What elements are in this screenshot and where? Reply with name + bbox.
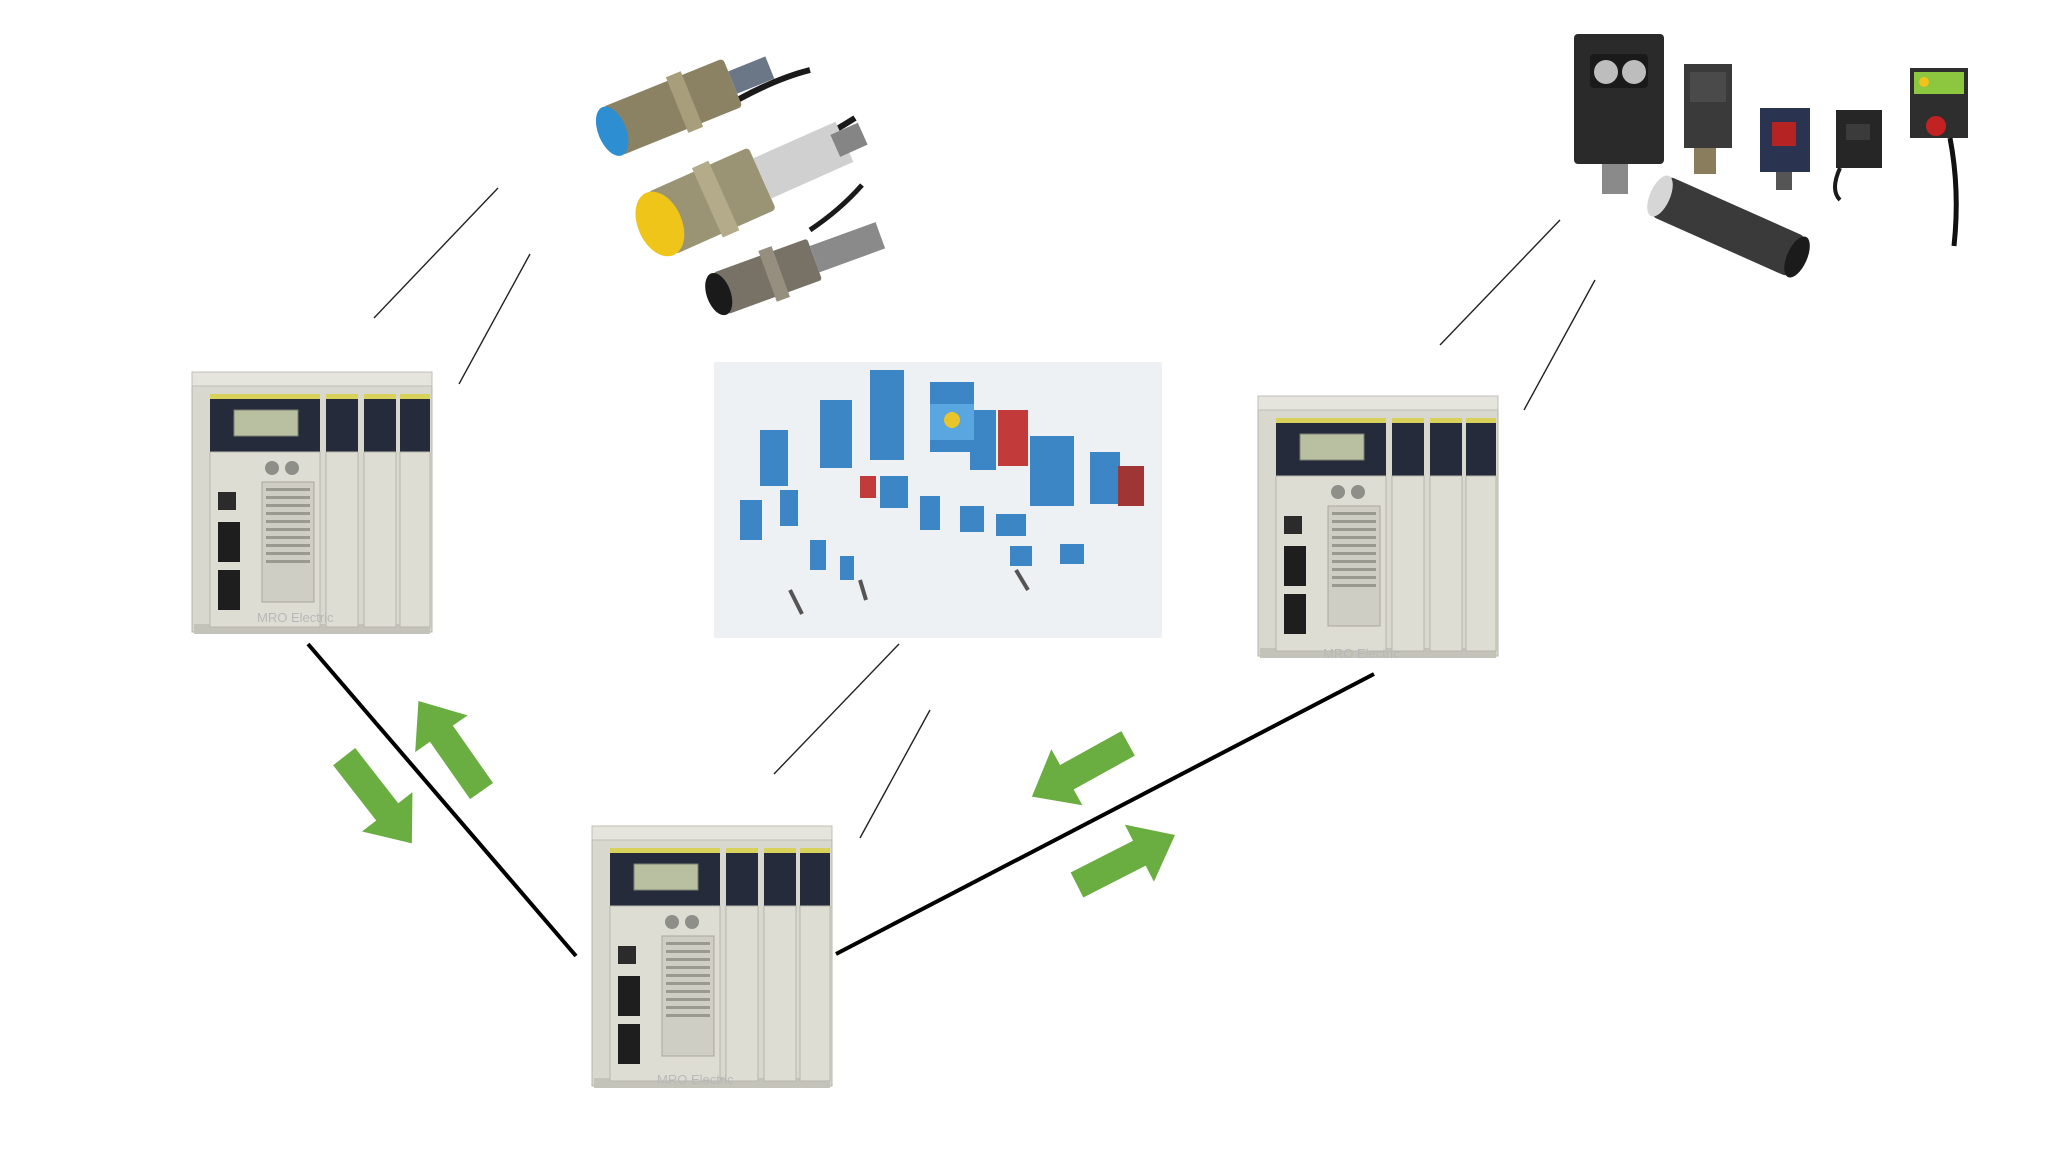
arrow-up-to-left-plc bbox=[392, 683, 508, 810]
plc-left: MRO Electric bbox=[192, 372, 432, 634]
plc-bottom: MRO Electric bbox=[592, 826, 832, 1088]
sensors-inductive-image bbox=[588, 40, 890, 324]
plc-right: MRO Electric bbox=[1258, 396, 1498, 661]
link-right-to-industrial-sensors bbox=[1440, 220, 1595, 410]
link-bottom-to-photoelectric-sensors bbox=[774, 644, 930, 838]
watermark-text: MRO Electric bbox=[1323, 646, 1400, 661]
arrow-toward-bottom-plc bbox=[1016, 715, 1143, 824]
arrow-toward-right-plc bbox=[1062, 807, 1189, 914]
arrow-down-to-bottom-plc bbox=[319, 737, 437, 863]
watermark-text: MRO Electric bbox=[257, 610, 334, 625]
sensors-industrial-image bbox=[1574, 34, 1968, 281]
sensors-photoelectric-image bbox=[714, 362, 1162, 638]
link-left-to-inductive-sensors bbox=[374, 188, 530, 384]
watermark-text: MRO Electric bbox=[657, 1072, 734, 1087]
link-left-plc-to-bottom-plc bbox=[308, 644, 576, 956]
link-right-plc-to-bottom-plc bbox=[836, 674, 1374, 954]
